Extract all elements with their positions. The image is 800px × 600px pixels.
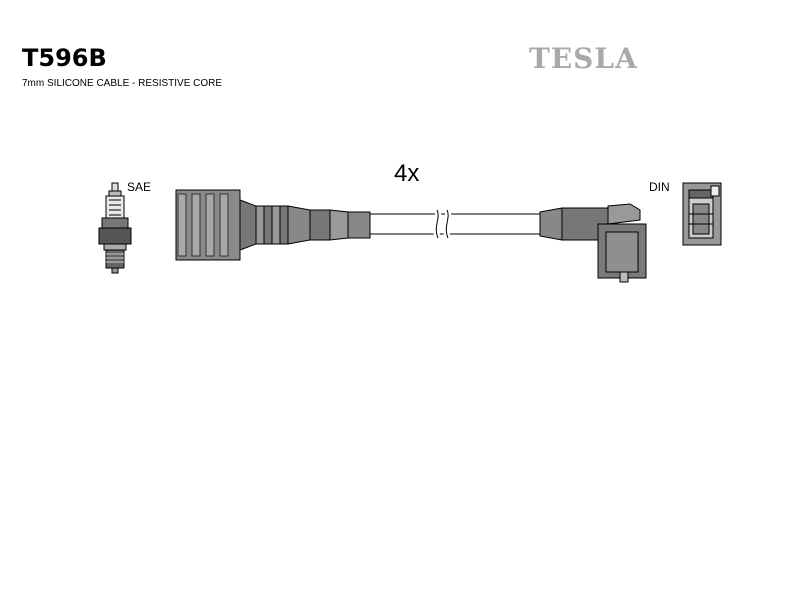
sae-label: SAE — [127, 180, 152, 194]
cable-description: 7mm SILICONE CABLE - RESISTIVE CORE — [22, 78, 223, 89]
cable — [370, 208, 540, 240]
part-number: T596B — [22, 44, 107, 72]
brand-logo: TESLA — [529, 42, 638, 75]
din-label: DIN — [649, 180, 670, 194]
quantity-label: 4x — [394, 160, 420, 187]
straight-boot — [175, 189, 371, 261]
din-terminal-icon — [682, 182, 722, 246]
angled-boot — [539, 203, 647, 283]
spark-plug-icon — [98, 182, 132, 274]
